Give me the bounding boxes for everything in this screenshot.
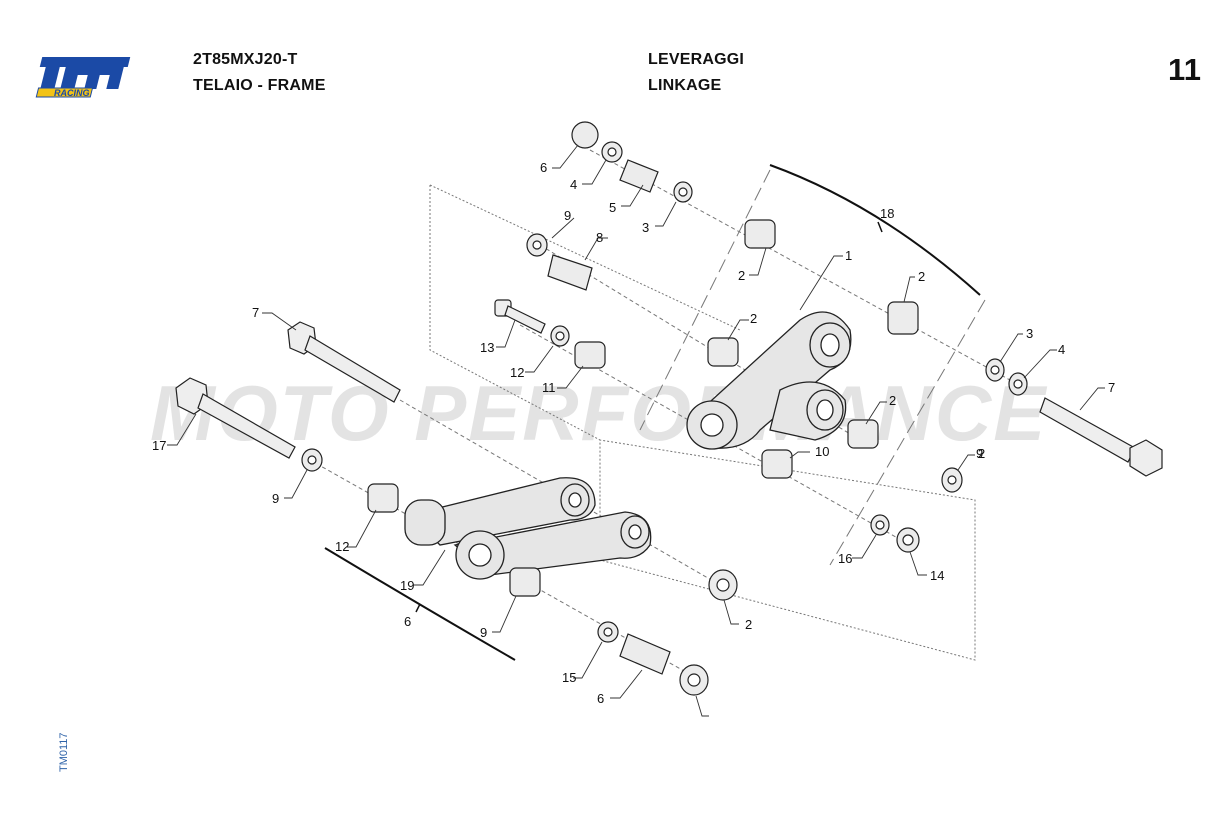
section-title: TELAIO - FRAME: [193, 77, 326, 94]
dog-bone-link: [404, 477, 652, 580]
rocker-link: [686, 311, 852, 450]
callout-3: 3: [642, 220, 649, 235]
group-title-english: LINKAGE: [648, 77, 722, 94]
callout-13: 13: [480, 340, 494, 355]
callout-8: 8: [596, 230, 603, 245]
callout-6: 6: [597, 691, 604, 706]
callout-10: 10: [815, 444, 829, 459]
callout-19: 19: [400, 578, 414, 593]
callout-2: 2: [745, 617, 752, 632]
group-title-italian: LEVERAGGI: [648, 51, 745, 68]
callout-12: 12: [335, 539, 349, 554]
model-code: 2T85MXJ20-T: [193, 51, 298, 68]
callout-12: 12: [510, 365, 524, 380]
callout-4: 4: [570, 177, 577, 192]
page-number: 11: [1168, 52, 1202, 87]
callout-7: 7: [252, 305, 259, 320]
callout-14: 14: [930, 568, 944, 583]
callout-2: 2: [750, 311, 757, 326]
logo-tagline: RACING: [54, 88, 90, 98]
callout-17: 17: [152, 438, 166, 453]
bolt-17: [175, 377, 296, 459]
callout-2: 2: [889, 393, 896, 408]
callout-16: 16: [838, 551, 852, 566]
tm-racing-logo: RACING: [35, 57, 131, 98]
callout-2: 2: [738, 268, 745, 283]
callout-9: 9: [480, 625, 487, 640]
callout-2: 2: [918, 269, 925, 284]
callout-11: 11: [542, 380, 556, 395]
callout-7: 7: [1108, 380, 1115, 395]
callout-9: 9: [272, 491, 279, 506]
bolt-7-right: [1039, 397, 1163, 477]
callout-6: 6: [404, 614, 411, 629]
callout-18: 18: [880, 206, 894, 221]
callout-4: 4: [1058, 342, 1065, 357]
callout-5: 5: [609, 200, 616, 215]
small-parts: [301, 121, 1028, 696]
callout-1: 1: [845, 248, 852, 263]
callout-3: 3: [1026, 326, 1033, 341]
callout-9: 9: [564, 208, 571, 223]
callout-6: 6: [540, 160, 547, 175]
callout-2: 2: [978, 446, 985, 461]
callout-9: 9: [976, 446, 983, 461]
callout-15: 15: [562, 670, 576, 685]
bolt-7-upper: [287, 321, 401, 403]
bolt-13: [494, 299, 546, 334]
